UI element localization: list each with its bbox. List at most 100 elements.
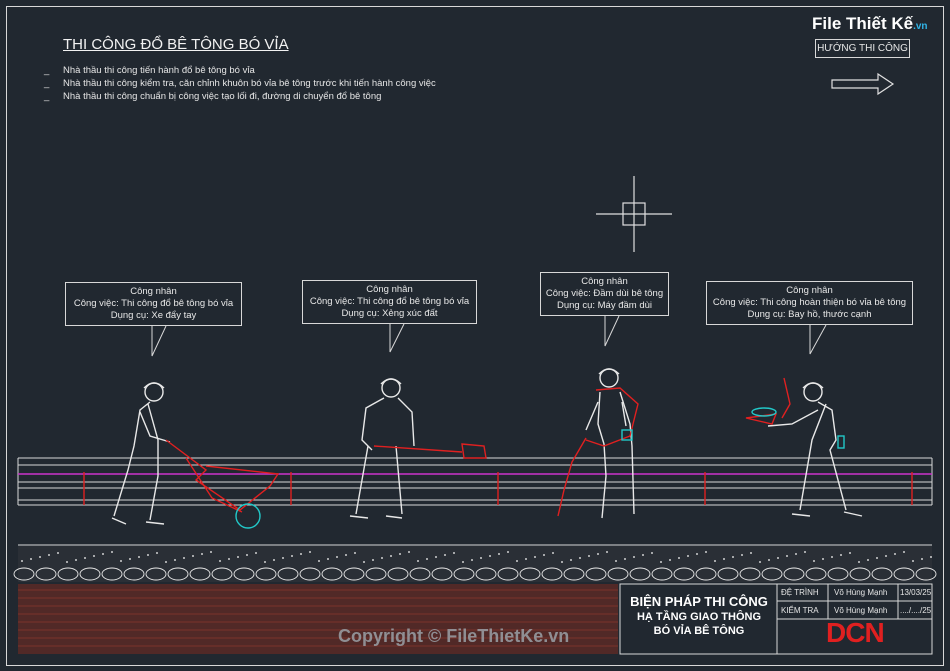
gravel-dot [39, 556, 41, 558]
gravel-dot [84, 557, 86, 559]
title-block-line2: HẠ TẦNG GIAO THÔNG [636, 611, 762, 623]
gravel-dot [912, 560, 914, 562]
pebble [893, 567, 915, 581]
pebble [497, 567, 519, 581]
worker-finishing-figure [767, 382, 863, 517]
gravel-dot [840, 554, 842, 556]
gravel-dot [462, 561, 464, 563]
gravel-dot [183, 557, 185, 559]
gravel-dot [723, 558, 725, 560]
pebble [871, 567, 893, 581]
gravel-dot [345, 554, 347, 556]
gravel-dot [741, 554, 743, 556]
soil-layer [18, 584, 618, 654]
gravel-dot [696, 553, 698, 555]
pebble [695, 567, 717, 581]
gravel-dot [273, 559, 275, 561]
gravel-dot [48, 554, 50, 556]
gravel-dot [264, 561, 266, 563]
gravel-dot [453, 552, 455, 554]
gravel-dot [543, 554, 545, 556]
pebble [13, 567, 35, 581]
gravel-dot [426, 558, 428, 560]
gravel-dot [813, 560, 815, 562]
title-block-line1: BIỆN PHÁP THI CÔNG [630, 594, 768, 609]
gravel-dot [876, 557, 878, 559]
callout-worker-3: Công nhân Công việc: Đầm dùi bê tông Dụn… [540, 272, 669, 316]
gravel-dot [93, 555, 95, 557]
gravel-dot [363, 561, 365, 563]
tb-role: ĐỆ TRÌNH [781, 588, 819, 597]
gravel-dot [705, 551, 707, 553]
gravel-dot [111, 551, 113, 553]
gravel-dot [489, 555, 491, 557]
gravel-dot [597, 553, 599, 555]
callout-worker-1: Công nhân Công việc: Thi công đổ bê tông… [65, 282, 242, 326]
drawing-title: THI CÔNG ĐỔ BÊ TÔNG BÓ VỈA [63, 36, 289, 53]
gravel-dot [678, 557, 680, 559]
tb-name: Võ Hùng Mạnh [834, 588, 888, 597]
formwork-rails [17, 457, 933, 546]
gravel-dot [687, 555, 689, 557]
gravel-dot [903, 551, 905, 553]
tb-date: 13/03/25 [900, 588, 932, 597]
callout-worker-4: Công nhân Công việc: Thi công hoàn thiện… [706, 281, 913, 325]
gravel-dot [624, 558, 626, 560]
pebble [167, 567, 189, 581]
pebble [57, 567, 79, 581]
pebble [541, 567, 563, 581]
gravel-dot [615, 560, 617, 562]
gravel-dot [156, 552, 158, 554]
gravel-dot [921, 558, 923, 560]
gravel-dot [930, 556, 932, 558]
callout-line: Công nhân [581, 276, 628, 287]
note-item: Nhà thầu thi công kiểm tra, căn chỉnh kh… [44, 77, 436, 90]
gravel-layer [13, 546, 937, 582]
gravel-dot [633, 556, 635, 558]
copyright-watermark: Copyright © FileThietKe.vn [338, 626, 570, 646]
tb-role: KIỂM TRA [781, 606, 819, 615]
gravel-dot [399, 553, 401, 555]
pebble [277, 567, 299, 581]
worker-wheelbarrow-figure [111, 382, 171, 525]
gravel-dot [885, 555, 887, 557]
pebble [387, 567, 409, 581]
pebble [233, 567, 255, 581]
pebble [717, 567, 739, 581]
wheelbarrow-icon [165, 439, 280, 529]
callout-line: Dụng cụ: Xe đẩy tay [110, 310, 197, 321]
callout-line: Công nhân [366, 284, 413, 295]
gravel-dot [75, 559, 77, 561]
pebble [321, 567, 343, 581]
gravel-dot [561, 561, 563, 563]
soil-hatch [18, 589, 618, 647]
callout-line: Công việc: Thi công đổ bê tông bó vỉa [309, 296, 470, 307]
gravel-dot [138, 556, 140, 558]
pebble [651, 567, 673, 581]
pebble [211, 567, 233, 581]
gravel-dot [849, 552, 851, 554]
gravel-dot [21, 560, 23, 562]
gravel-dot [417, 560, 419, 562]
callout-line: Công việc: Thi công đổ bê tông bó vỉa [73, 298, 234, 309]
gravel-dot [579, 557, 581, 559]
direction-arrow-icon [831, 72, 895, 96]
pebble [255, 567, 277, 581]
pebble [299, 567, 321, 581]
worker-shovel-figure [349, 378, 415, 519]
pebble [607, 567, 629, 581]
gravel-dot [102, 553, 104, 555]
gravel-dot [498, 553, 500, 555]
trowel-icon [745, 377, 845, 449]
callout-line: Công nhân [130, 286, 177, 297]
gravel-dot [246, 554, 248, 556]
gravel-dot [867, 559, 869, 561]
vibrator-icon [557, 387, 639, 517]
pebble [145, 567, 167, 581]
pebble [783, 567, 805, 581]
gravel-dot [777, 557, 779, 559]
title-block-line3: BÓ VỈA BÊ TÔNG [653, 625, 745, 637]
crosshair-icon [596, 176, 672, 252]
pebble [629, 567, 651, 581]
